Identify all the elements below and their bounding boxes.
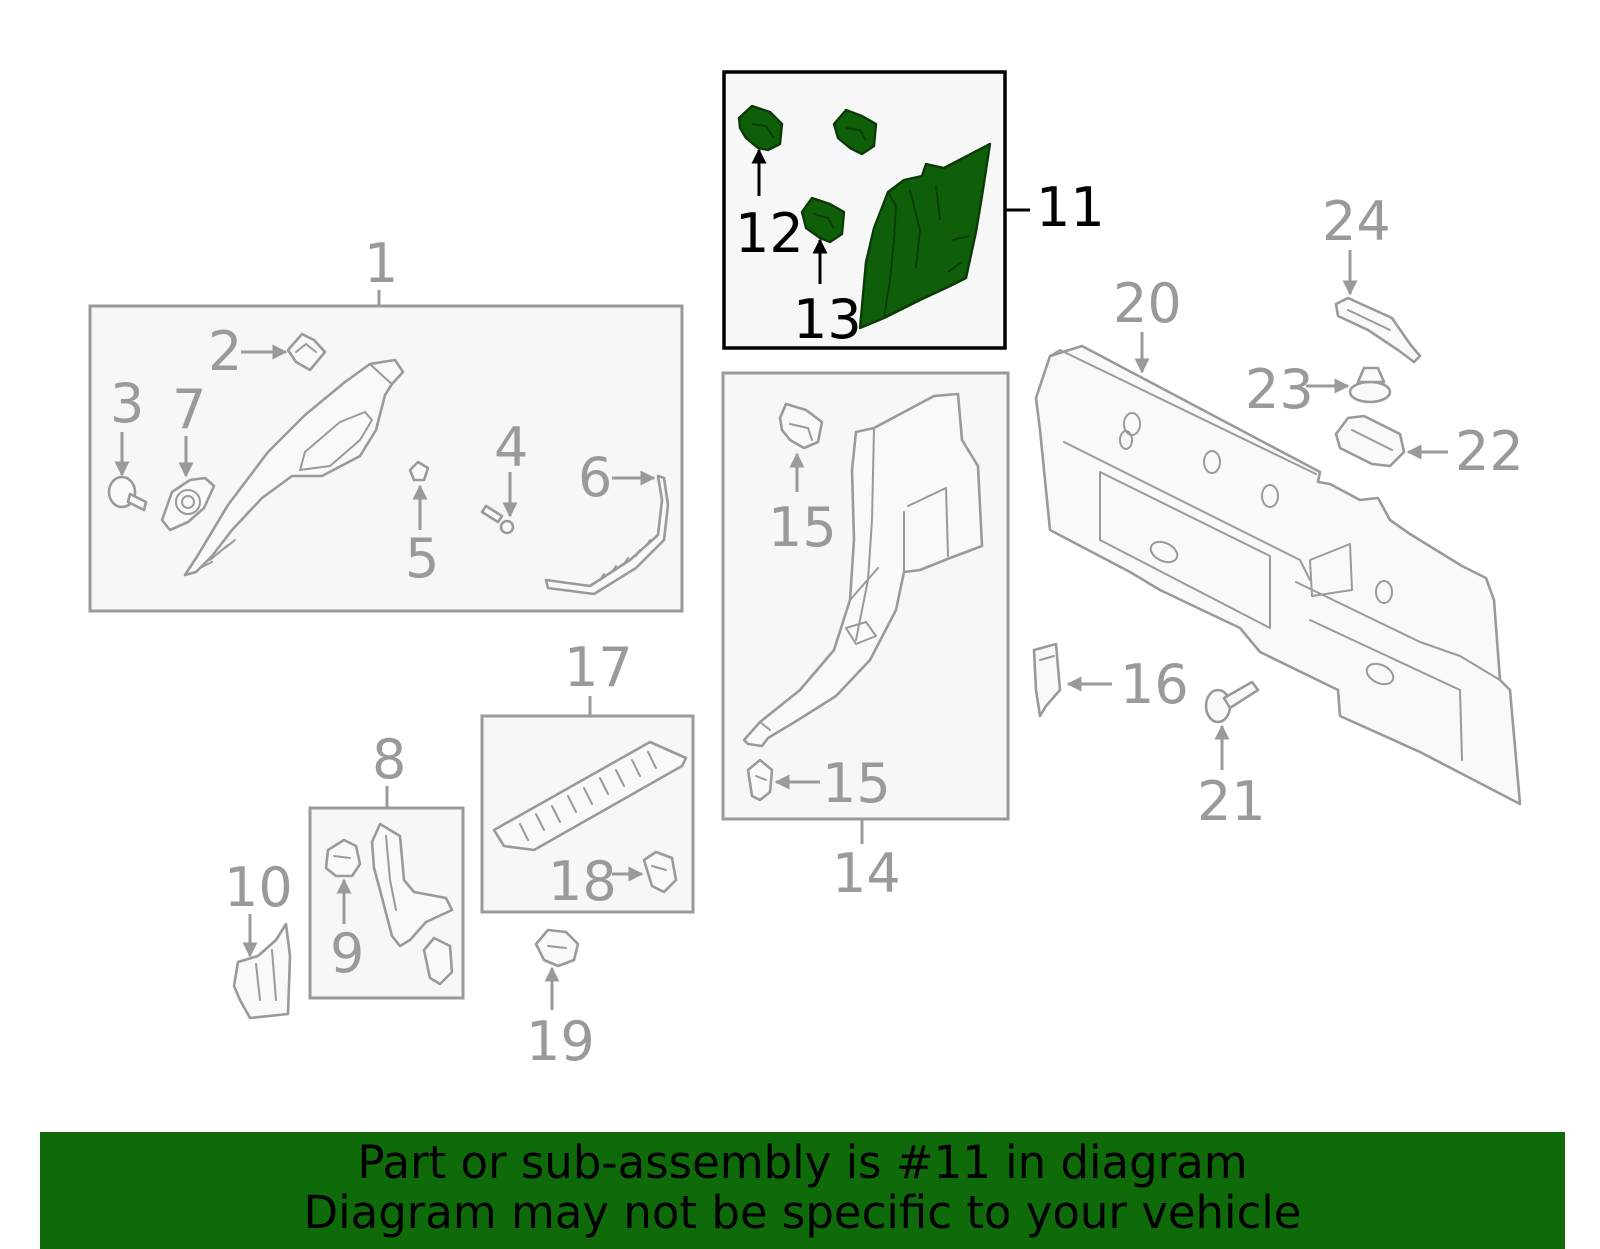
callout-19[interactable]: 19 [526,1010,595,1073]
quarter-trim-panel-part-11[interactable] [858,142,992,330]
banner-text-part-number: Part or sub-assembly is #11 in diagram [357,1136,1248,1189]
trim-piece-part-8[interactable] [370,822,454,986]
callout-23[interactable]: 23 [1245,358,1314,421]
callout-21[interactable]: 21 [1197,770,1266,833]
grommet-part-7[interactable] [160,476,216,532]
clip-part-13[interactable] [800,196,846,244]
callout-1[interactable]: 1 [364,232,398,295]
seal-strip-part-6[interactable] [544,474,670,596]
bolt-part-4[interactable] [480,504,515,535]
bracket-part-10[interactable] [232,922,292,1020]
clip-part-2[interactable] [286,332,327,372]
callout-10[interactable]: 10 [224,856,293,919]
callout-2[interactable]: 2 [208,320,242,383]
push-pin-part-3[interactable] [107,475,148,512]
bracket-part-24[interactable] [1334,296,1422,364]
clip-part-5[interactable] [408,460,430,482]
pillar-trim-part[interactable] [183,358,405,577]
callout-11[interactable]: 11 [1036,176,1105,239]
callout-12[interactable]: 12 [735,202,804,265]
clip-part-15[interactable] [778,402,824,450]
clip-part-9[interactable] [324,838,362,878]
scuff-plate-part-17[interactable] [492,740,688,852]
assembly-box-1 [88,290,684,613]
callout-8[interactable]: 8 [372,728,406,791]
lower-trim-panel-part-14[interactable] [742,392,984,748]
callout-22[interactable]: 22 [1455,420,1524,483]
callout-24[interactable]: 24 [1322,190,1391,253]
callout-20[interactable]: 20 [1113,272,1182,335]
clip-part-16[interactable] [1032,642,1062,718]
callout-9[interactable]: 9 [330,922,364,985]
back-panel-part-20[interactable] [1034,344,1522,806]
callout-5[interactable]: 5 [405,527,439,590]
callout-13[interactable]: 13 [793,288,862,351]
callout-17[interactable]: 17 [564,636,633,699]
callout-3[interactable]: 3 [110,372,144,435]
handle-part-22[interactable] [1334,414,1406,468]
callout-6[interactable]: 6 [578,446,612,509]
callout-14[interactable]: 14 [832,842,901,905]
clip-part-12[interactable] [737,104,784,152]
pin-part-21[interactable] [1204,680,1260,724]
clip-part-15-b[interactable] [746,758,774,802]
callout-15-b[interactable]: 15 [822,752,891,815]
clip-part-18[interactable] [642,850,678,894]
callout-18[interactable]: 18 [548,850,617,913]
callout-4[interactable]: 4 [494,416,528,479]
banner-text-disclaimer: Diagram may not be specific to your vehi… [303,1186,1302,1239]
info-banner: Part or sub-assembly is #11 in diagram D… [40,1132,1565,1249]
callout-7[interactable]: 7 [172,378,206,441]
clip-part-19[interactable] [534,928,580,968]
callout-15-a[interactable]: 15 [768,496,837,559]
callout-16[interactable]: 16 [1120,653,1189,716]
nut-part-23[interactable] [1348,366,1392,404]
clip-part-12-b[interactable] [832,108,878,156]
